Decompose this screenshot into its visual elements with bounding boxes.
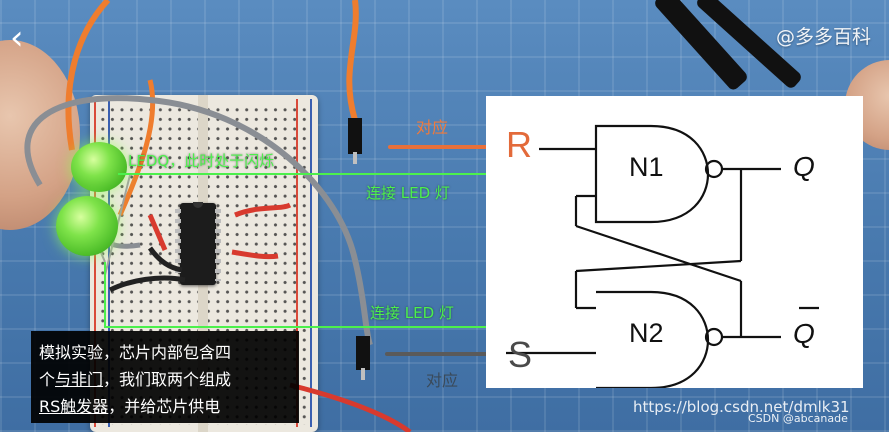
caption-line-3: RS触发器，并给芯片供电 — [39, 397, 221, 416]
input-r-label: R — [506, 124, 532, 165]
ic-chip-image — [175, 202, 221, 285]
back-chevron-icon[interactable]: ‹ — [10, 18, 24, 58]
subtitle-caption-box: 模拟实验，芯片内部包含四 个与非门，我们取两个组成 RS触发器，并给芯片供电 — [31, 331, 299, 423]
output-q-label: Q — [793, 151, 815, 182]
led-connection-vertical — [104, 262, 106, 326]
blog-url-watermark: https://blog.csdn.net/dmlk31 — [633, 398, 850, 416]
input-s-label: S — [508, 334, 533, 375]
nand-gates-drawing — [506, 124, 819, 388]
caption-line-1: 模拟实验，芯片内部包含四 — [39, 343, 232, 362]
connect-led-annotation-bottom: 连接 LED 灯 — [370, 304, 454, 322]
csdn-watermark: CSDN @abcanade — [748, 412, 848, 425]
s-pointer-line — [385, 352, 495, 356]
brand-watermark: @多多百科 — [775, 26, 871, 48]
caption-line-2: 个与非门，我们取两个组成 — [39, 370, 232, 389]
led-q-image — [71, 142, 127, 192]
r-pointer-line — [388, 145, 494, 149]
gate-n2-label: N2 — [629, 318, 664, 348]
output-qbar-label: Q — [793, 318, 815, 349]
rs-flipflop-diagram: N1 N2 Q Q — [486, 96, 863, 388]
correspond-annotation-bottom: 对应 — [426, 371, 459, 390]
led-qbar-image — [56, 196, 118, 256]
correspond-annotation-top: 对应 — [416, 118, 449, 137]
gate-n1-label: N1 — [629, 152, 664, 182]
ledq-annotation: LEDQ，此时处于闪烁 — [128, 152, 275, 170]
connect-led-annotation-top: 连接 LED 灯 — [366, 184, 450, 202]
led-connection-line-bottom — [104, 326, 824, 328]
led-connection-line-top — [118, 173, 818, 175]
